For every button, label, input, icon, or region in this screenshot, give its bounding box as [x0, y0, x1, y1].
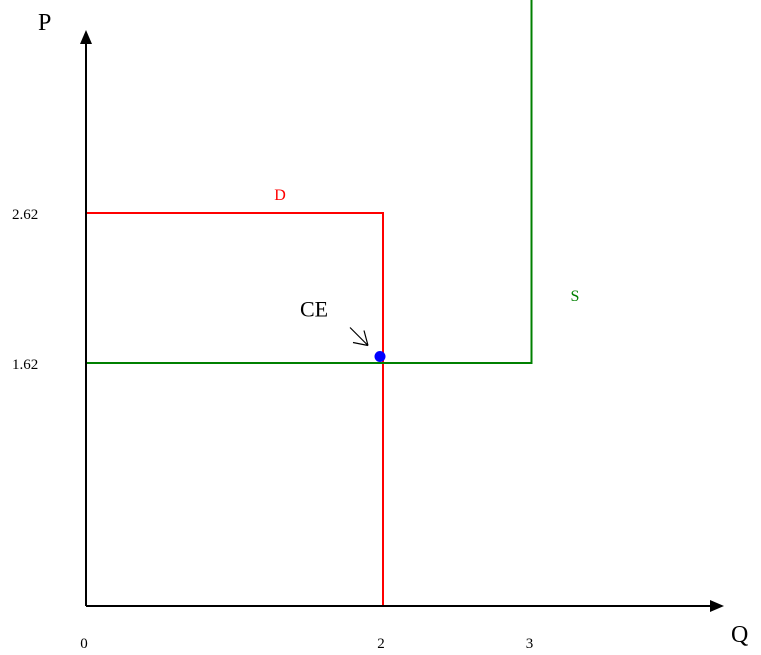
series-line-d [86, 212, 384, 606]
y-tick-label: 2.62 [12, 207, 38, 223]
y-axis-title: P [38, 10, 51, 36]
x-tick-label: 3 [526, 636, 534, 652]
x-tick-label: 2 [377, 636, 385, 652]
y-tick-label: 1.62 [12, 357, 38, 373]
tick-labels: 0 2 3 2.62 1.62 [12, 207, 533, 652]
series-label-s: S [571, 288, 580, 305]
x-axis-arrowhead [710, 600, 724, 612]
equilibrium-label: CE [300, 297, 328, 322]
series-line-s [86, 0, 533, 364]
x-tick-label: 0 [80, 636, 88, 652]
annotations: CE [300, 297, 386, 362]
series-layer [86, 0, 533, 606]
curve-labels: DS [274, 187, 579, 305]
equilibrium-point [374, 351, 386, 362]
y-axis-arrowhead [80, 30, 92, 44]
x-axis-title: Q [731, 622, 748, 648]
series-label-d: D [274, 187, 286, 204]
equilibrium-arrow [349, 327, 369, 347]
